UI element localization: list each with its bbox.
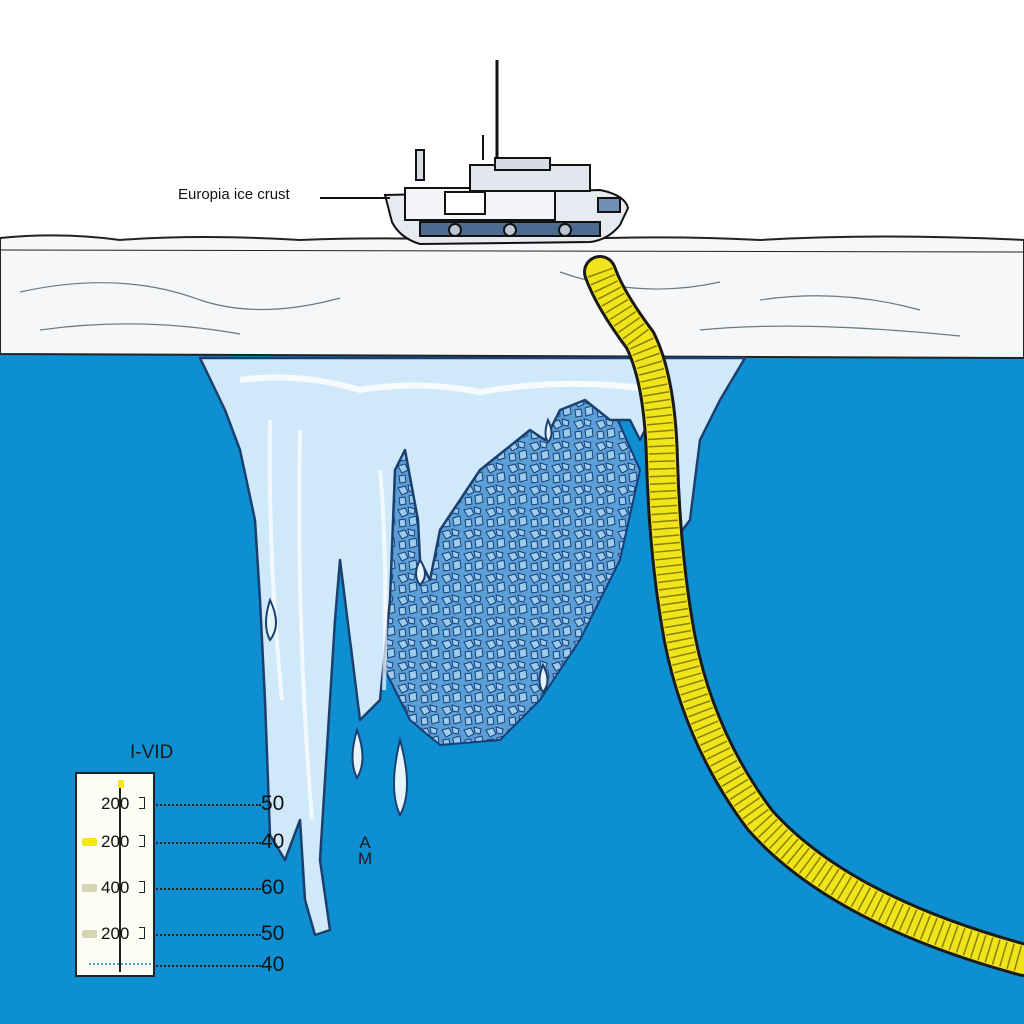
gauge-leader: [153, 965, 261, 967]
depth-gauge: 200 50 200 40 400 60 200 50: [75, 772, 284, 977]
gauge-leader: [153, 934, 261, 936]
gauge-leader: [153, 888, 261, 890]
gauge-leader: [153, 804, 261, 806]
gauge-baseline: [89, 963, 151, 965]
gauge-tick: [139, 881, 145, 893]
gauge-axis: [119, 782, 121, 972]
gauge-leader: [153, 842, 261, 844]
gauge-value: 200: [101, 794, 130, 813]
ice-crust-label: Europia ice crust: [178, 186, 290, 203]
surface-vessel: [320, 60, 630, 246]
gauge-tick: [139, 835, 145, 847]
gauge-value: 200: [101, 924, 130, 943]
gauge-title: I-VID: [130, 742, 174, 763]
gauge-row: 200 50: [77, 922, 284, 946]
gauge-value: 400: [101, 878, 130, 897]
gauge-swatch: [82, 800, 97, 808]
gauge-reading: 40: [261, 830, 285, 853]
gauge-swatch: [82, 884, 97, 892]
gauge-reading: 60: [261, 876, 285, 899]
gauge-row: 200 40: [77, 830, 284, 854]
gauge-reading: 50: [261, 792, 285, 815]
probe-marker-label: A M: [358, 833, 373, 868]
gauge-reading: 40: [261, 953, 285, 976]
gauge-top-marker: [118, 780, 124, 788]
gauge-swatch: [82, 930, 97, 938]
ice-crust: [0, 234, 1024, 360]
gauge-reading: 50: [261, 922, 285, 945]
gauge-row: 400 60: [77, 876, 284, 900]
gauge-tick: [139, 927, 145, 939]
water-droplets: [265, 417, 553, 818]
gauge-row: 200 50: [77, 792, 284, 816]
gauge-tick: [139, 797, 145, 809]
gauge-row: 40: [77, 953, 284, 977]
gauge-swatch: [82, 838, 97, 846]
gauge-value: 200: [101, 832, 130, 851]
